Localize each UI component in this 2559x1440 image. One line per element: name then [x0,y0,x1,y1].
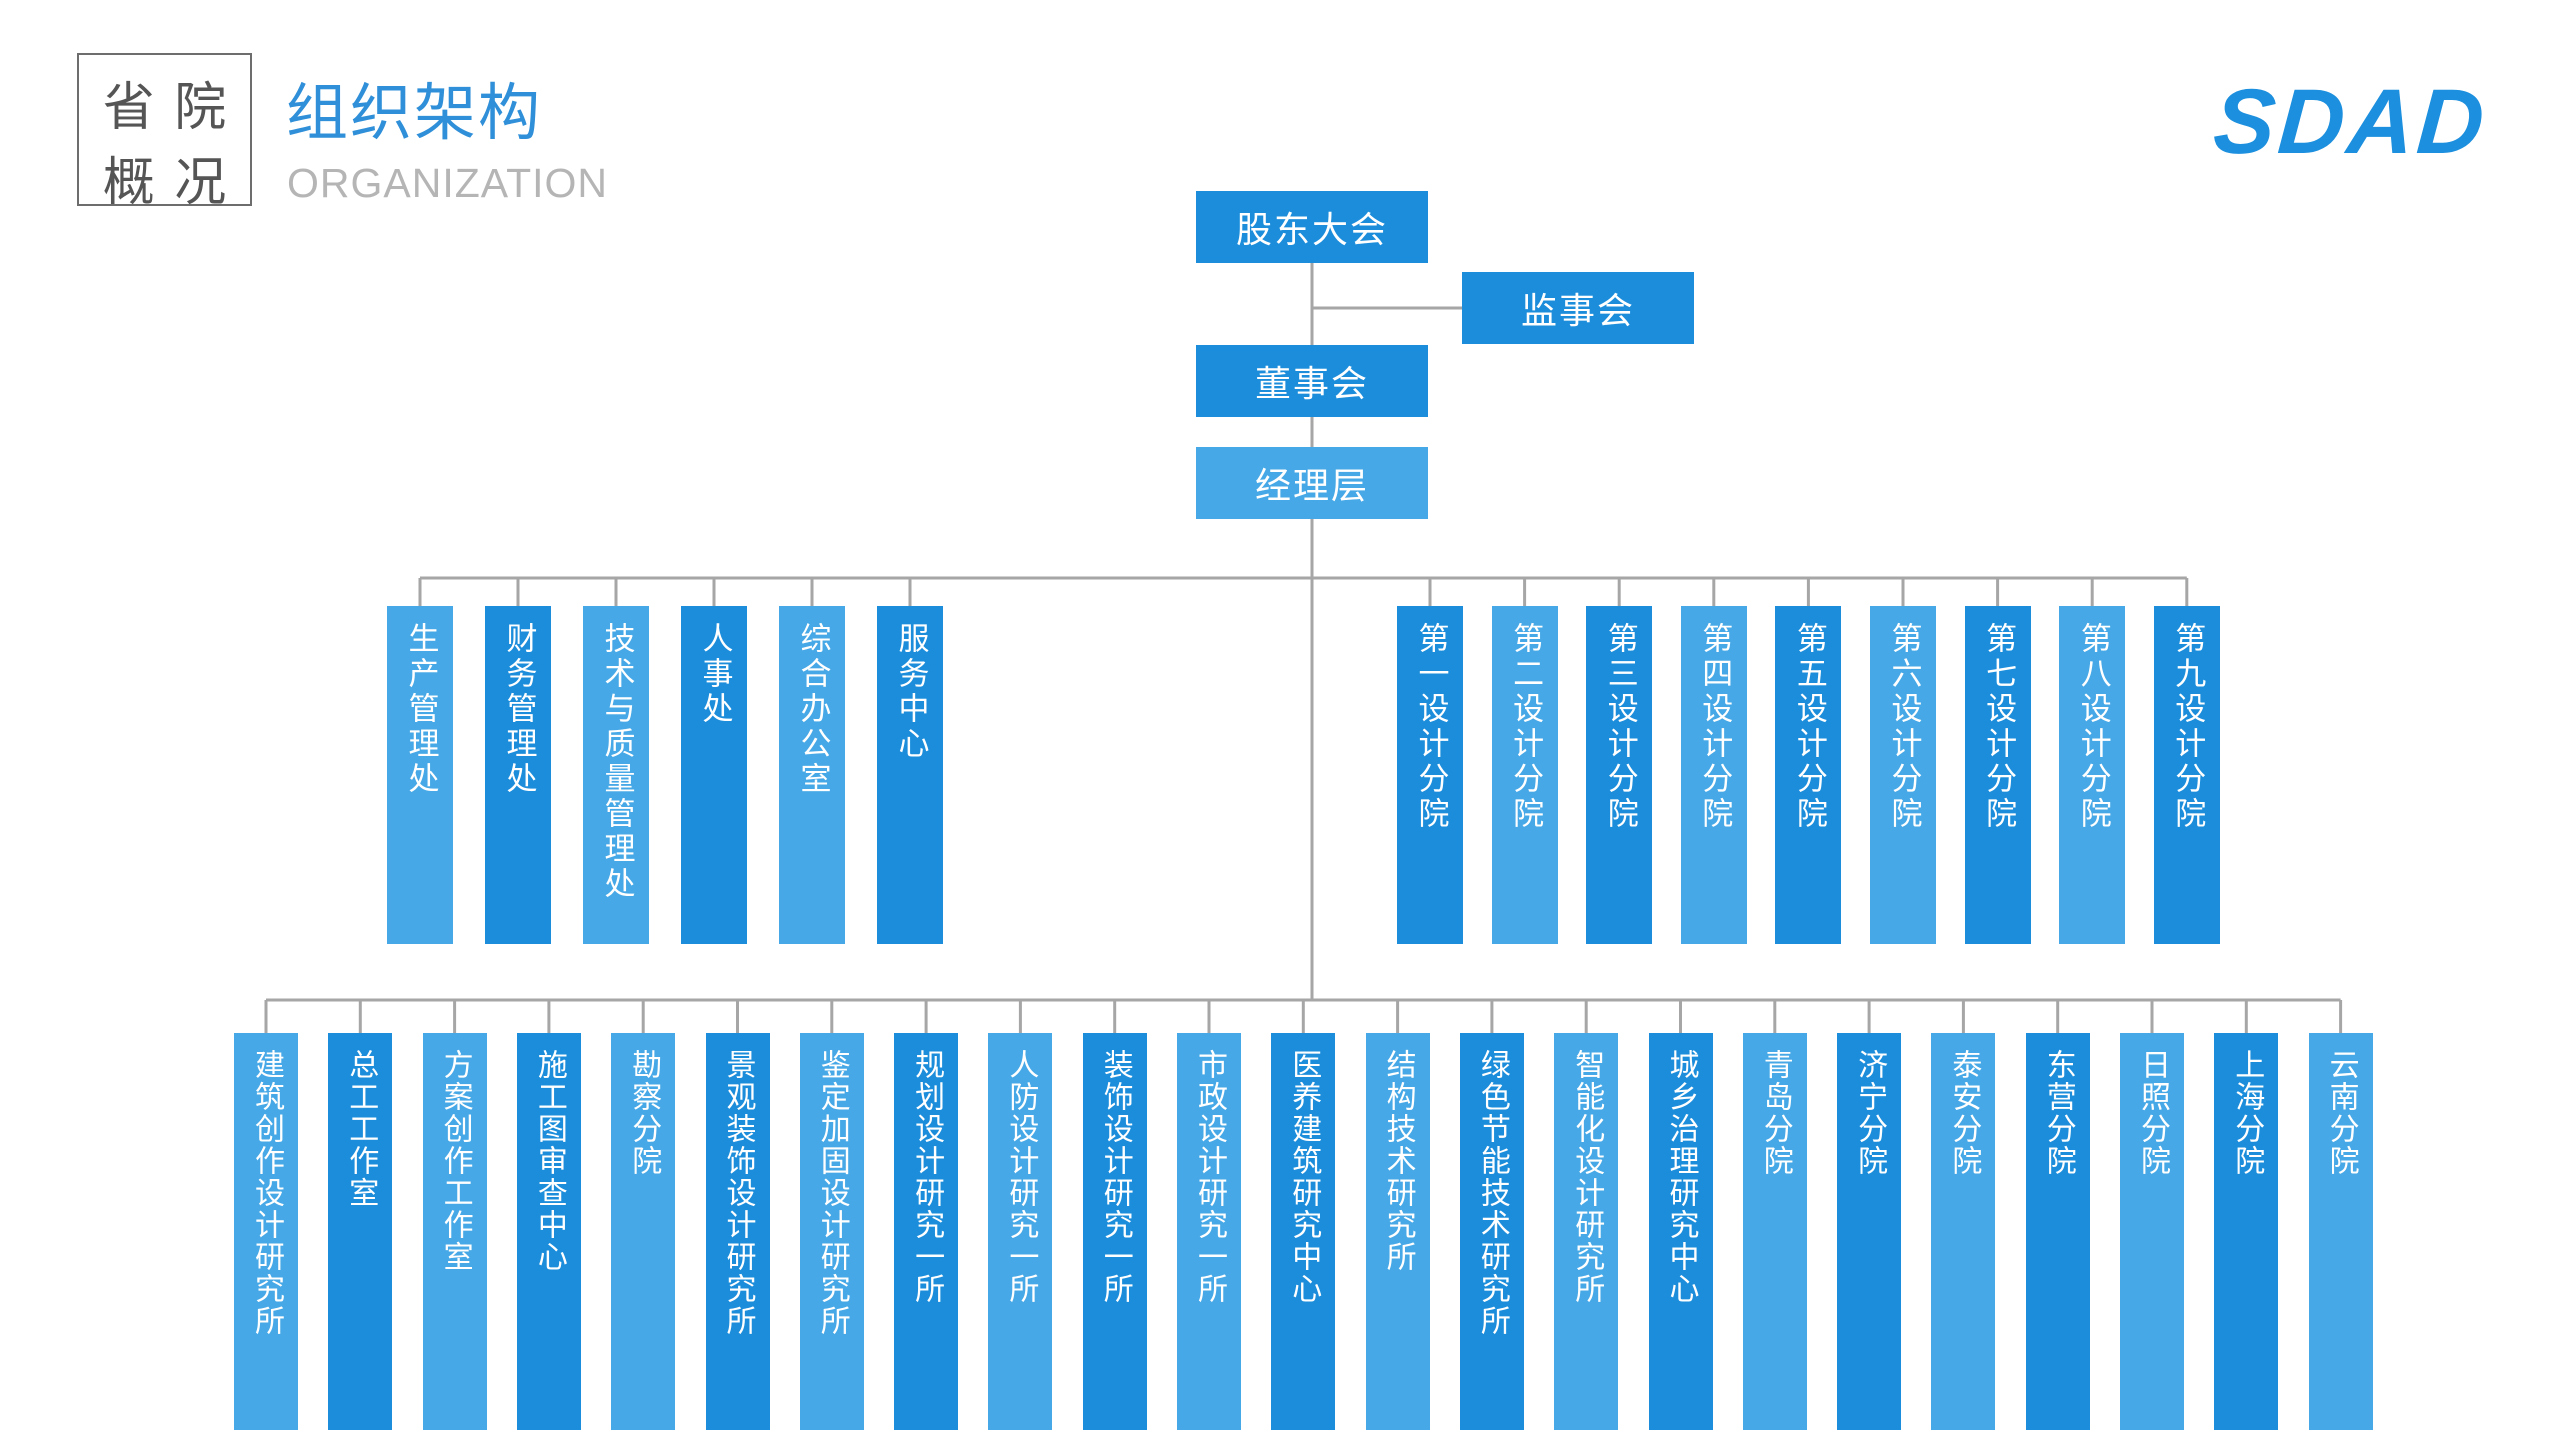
branch-box: 第三设计分院 [1586,606,1653,944]
branch-box-label: 第三设计分院 [1601,622,1638,832]
unit-box: 景观装饰设计研究所 [705,1033,770,1430]
branch-box: 第九设计分院 [2153,606,2220,944]
unit-box-label: 医养建筑研究中心 [1286,1049,1322,1305]
unit-box: 医养建筑研究中心 [1271,1033,1336,1430]
unit-box-label: 日照分院 [2135,1049,2170,1177]
unit-box-label: 建筑创作设计研究所 [249,1049,284,1337]
unit-box: 智能化设计研究所 [1554,1033,1619,1430]
branch-box: 第七设计分院 [1964,606,2031,944]
unit-box: 上海分院 [2214,1033,2279,1430]
department-box: 综合办公室 [779,606,845,944]
unit-box-label: 人防设计研究一所 [1003,1049,1039,1305]
unit-box: 绿色节能技术研究所 [1459,1033,1524,1430]
unit-box: 日照分院 [2120,1033,2184,1430]
branch-box: 第五设计分院 [1775,606,1842,944]
unit-box-label: 景观装饰设计研究所 [720,1049,756,1337]
branch-box: 第一设计分院 [1397,606,1463,944]
branch-box-label: 第六设计分院 [1885,622,1922,832]
branch-box: 第六设计分院 [1870,606,1936,944]
unit-box-label: 东营分院 [2040,1049,2076,1177]
unit-box: 建筑创作设计研究所 [234,1033,298,1430]
branch-box: 第四设计分院 [1680,606,1747,944]
branch-box: 第八设计分院 [2059,606,2126,944]
branch-box-label: 第四设计分院 [1696,622,1733,832]
unit-box: 泰安分院 [1931,1033,1996,1430]
unit-box: 东营分院 [2025,1033,2090,1430]
unit-box: 结构技术研究所 [1365,1033,1430,1430]
page-title: 组织架构 [286,76,543,149]
unit-box-label: 方案创作工作室 [437,1049,473,1273]
unit-box-label: 城乡治理研究中心 [1663,1049,1699,1305]
unit-box: 云南分院 [2308,1033,2373,1430]
unit-box-label: 施工图审查中心 [531,1049,567,1273]
department-box-label: 生产管理处 [402,622,439,797]
unit-box-label: 绿色节能技术研究所 [1474,1049,1510,1337]
unit-box: 城乡治理研究中心 [1648,1033,1713,1430]
branch-box-label: 第一设计分院 [1412,622,1449,832]
department-box-label: 技术与质量管理处 [598,622,635,902]
page-subtitle: ORGANIZATION [287,160,609,206]
department-box-label: 综合办公室 [794,622,831,797]
department-box: 财务管理处 [485,606,551,944]
department-box: 人事处 [681,606,747,944]
unit-box: 鉴定加固设计研究所 [799,1033,864,1430]
unit-box: 青岛分院 [1742,1033,1807,1430]
unit-box: 施工图审查中心 [516,1033,581,1430]
unit-box-label: 上海分院 [2229,1049,2265,1177]
node-shareholders: 股东大会 [1196,191,1428,263]
badge-char: 院 [174,78,227,138]
branch-box: 第二设计分院 [1491,606,1558,944]
badge-char: 况 [174,153,227,213]
badge-char: 省 [102,78,155,138]
department-box-label: 服务中心 [892,622,929,762]
branch-box-label: 第五设计分院 [1790,622,1827,832]
unit-box: 方案创作工作室 [422,1033,487,1430]
node-management: 经理层 [1196,447,1428,519]
department-box-label: 人事处 [696,622,733,727]
unit-box: 人防设计研究一所 [988,1033,1053,1430]
unit-box-label: 云南分院 [2323,1049,2359,1177]
node-board: 董事会 [1196,345,1428,417]
branch-box-label: 第二设计分院 [1507,622,1544,832]
unit-box-label: 泰安分院 [1946,1049,1982,1177]
department-box-label: 财务管理处 [500,622,537,797]
unit-box: 装饰设计研究一所 [1082,1033,1147,1430]
unit-box-label: 智能化设计研究所 [1569,1049,1605,1305]
unit-box-label: 市政设计研究一所 [1192,1049,1227,1305]
unit-box-label: 规划设计研究一所 [909,1049,945,1305]
unit-box-label: 鉴定加固设计研究所 [814,1049,850,1337]
branch-box-label: 第八设计分院 [2074,622,2111,832]
branch-box-label: 第七设计分院 [1980,622,2017,832]
unit-box: 总工工作室 [328,1033,393,1430]
unit-box-label: 济宁分院 [1852,1049,1888,1177]
branch-box-label: 第九设计分院 [2169,622,2206,832]
node-supervisors: 监事会 [1462,272,1694,344]
badge-char: 概 [102,153,155,213]
unit-box-label: 勘察分院 [626,1049,662,1177]
department-box: 服务中心 [877,606,943,944]
unit-box: 济宁分院 [1837,1033,1902,1430]
unit-box-label: 结构技术研究所 [1380,1049,1416,1273]
unit-box-label: 总工工作室 [343,1049,379,1209]
section-badge: 省 院 概 况 [77,53,252,213]
unit-box: 市政设计研究一所 [1177,1033,1241,1430]
unit-box-label: 青岛分院 [1757,1049,1793,1177]
department-box: 生产管理处 [387,606,453,944]
unit-box-label: 装饰设计研究一所 [1097,1049,1133,1305]
unit-box: 勘察分院 [611,1033,676,1430]
unit-box: 规划设计研究一所 [894,1033,959,1430]
department-box: 技术与质量管理处 [583,606,649,944]
